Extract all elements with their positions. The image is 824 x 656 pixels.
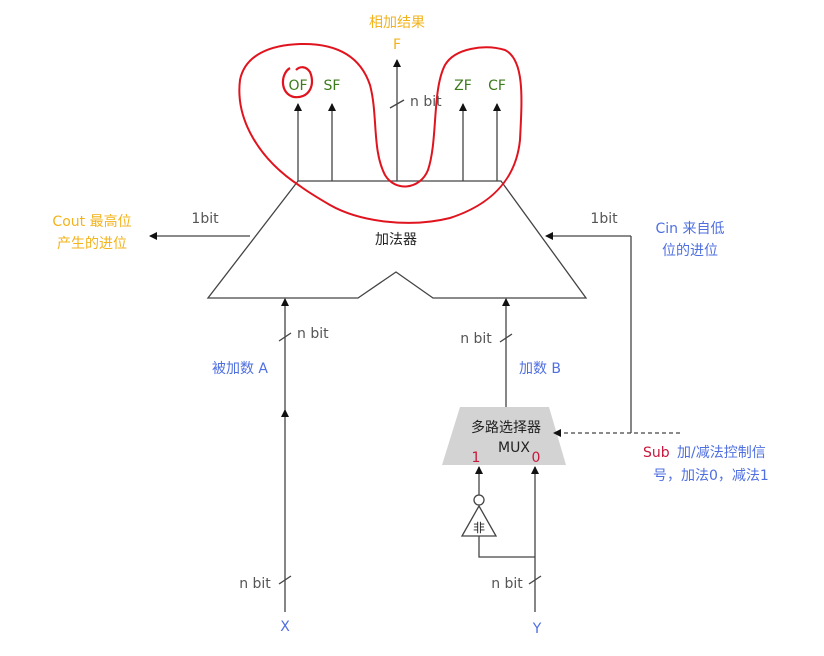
f-width-label: n bit xyxy=(410,94,442,110)
not-gate xyxy=(460,504,498,537)
cin-label-2: 位的进位 xyxy=(662,243,718,259)
flag-cf: CF xyxy=(488,78,506,94)
flag-of: OF xyxy=(288,78,307,94)
y-width-label: n bit xyxy=(491,576,523,592)
b-width-slash xyxy=(499,333,513,343)
cin-label-1: Cin 来自低 xyxy=(656,221,725,237)
not-gate-label: 非 xyxy=(473,521,485,535)
not-branch-wire xyxy=(478,536,535,558)
of-annotation-circle xyxy=(281,66,314,99)
y-width-slash xyxy=(528,575,542,585)
cin-width: 1bit xyxy=(590,211,618,227)
x-label: X xyxy=(280,619,290,635)
f-width-slash xyxy=(389,99,405,109)
b-width-label: n bit xyxy=(460,331,492,347)
cout-width: 1bit xyxy=(191,211,219,227)
sub-name: Sub xyxy=(643,445,670,461)
mux-label-1: 多路选择器 xyxy=(471,419,541,436)
flag-zf: ZF xyxy=(454,78,472,94)
mux-block xyxy=(442,407,566,465)
b-label: 加数 B xyxy=(519,361,561,377)
mux-label-2: MUX xyxy=(498,440,530,456)
sub-label-1: 加/减法控制信 xyxy=(677,445,766,461)
result-title: 相加结果 xyxy=(369,15,425,31)
cout-label-2: 产生的进位 xyxy=(57,236,127,252)
y-label: Y xyxy=(532,621,542,637)
x-width-slash xyxy=(278,575,292,585)
sub-label-2: 号，加法0，减法1 xyxy=(653,468,769,484)
a-label: 被加数 A xyxy=(212,361,268,377)
result-name: F xyxy=(393,37,401,53)
mux-input-0: 0 xyxy=(532,450,541,466)
mux-input-1: 1 xyxy=(472,450,481,466)
adder-label: 加法器 xyxy=(375,232,417,248)
flags-annotation-loop xyxy=(238,42,523,224)
adder-block xyxy=(206,180,588,299)
cout-label-1: Cout 最高位 xyxy=(52,213,131,230)
x-width-label: n bit xyxy=(239,576,271,592)
flag-sf: SF xyxy=(324,78,341,94)
not-gate-bubble xyxy=(473,494,485,506)
a-width-slash xyxy=(278,332,292,342)
a-width-label: n bit xyxy=(297,326,329,342)
